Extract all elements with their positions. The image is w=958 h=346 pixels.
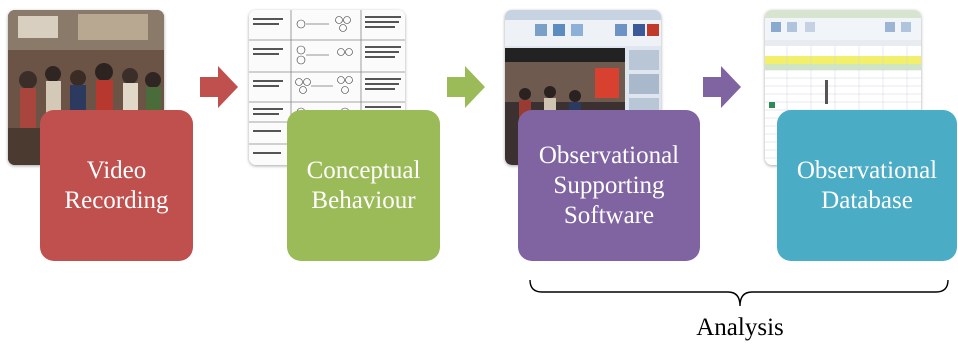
observational-supporting-software-label: Observational Supporting Software xyxy=(539,141,679,231)
label-line: Observational xyxy=(796,156,938,184)
label-line: Video xyxy=(86,156,147,184)
conceptual-behaviour-box: Conceptual Behaviour xyxy=(287,110,440,261)
video-recording-box: Video Recording xyxy=(40,110,193,261)
label-line: Behaviour xyxy=(311,186,416,214)
video-recording-label: Video Recording xyxy=(64,156,168,216)
label-line: Conceptual xyxy=(306,156,421,184)
observational-database-label: Observational Database xyxy=(797,156,937,216)
analysis-label: Analysis xyxy=(696,314,784,341)
conceptual-behaviour-label: Conceptual Behaviour xyxy=(307,156,421,216)
label-line: Supporting xyxy=(553,171,665,199)
label-line: Observational xyxy=(538,141,680,169)
arrow-2 xyxy=(447,66,485,108)
label-line: Software xyxy=(563,201,655,229)
arrow-1-shape xyxy=(200,66,238,108)
observational-database-box: Observational Database xyxy=(777,110,957,261)
arrow-3-shape xyxy=(703,66,741,108)
observational-supporting-software-box: Observational Supporting Software xyxy=(518,110,700,261)
arrow-2-shape xyxy=(447,66,485,108)
arrow-3 xyxy=(703,66,741,108)
analysis-brace xyxy=(529,279,949,307)
label-line: Database xyxy=(821,186,913,214)
arrow-1 xyxy=(200,66,238,108)
analysis-brace-path xyxy=(529,279,949,307)
label-line: Recording xyxy=(64,186,169,214)
